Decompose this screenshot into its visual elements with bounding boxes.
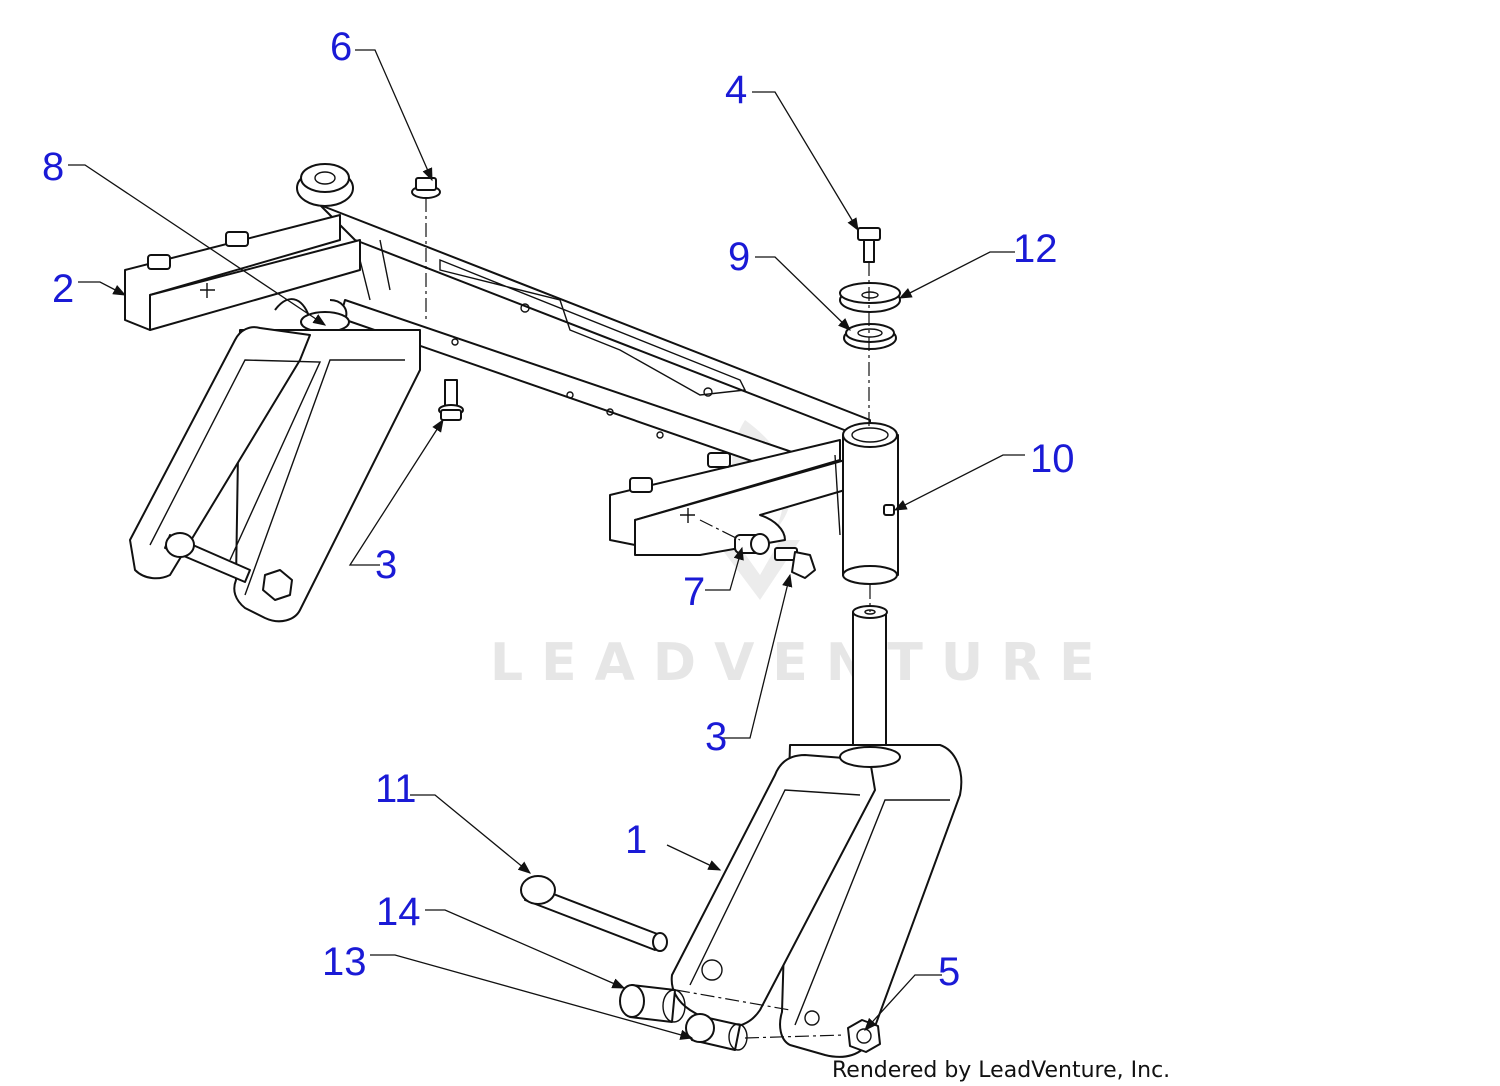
bolt-head [147,231,249,270]
callout-11: 11 [375,767,417,811]
spindle-post [852,605,888,758]
callout-10: 10 [1030,437,1075,481]
callout-3-upper: 3 [375,543,397,587]
bearing [843,323,897,350]
callout-4: 4 [725,68,747,112]
callout-labels: 1 2 3 3 4 5 6 7 8 9 10 11 12 13 14 [42,25,1075,994]
lock-nut [847,1019,881,1053]
callout-1: 1 [625,818,647,862]
render-credit: Rendered by LeadVenture, Inc. [832,1058,1170,1083]
spacer-tube [619,984,686,1023]
spindle-tube [842,422,899,585]
callout-9: 9 [728,235,750,279]
callout-8: 8 [42,145,64,189]
axle-shaft [520,875,668,952]
callout-12: 12 [1013,227,1058,271]
callout-3-lower: 3 [705,715,727,759]
assembly-axes [425,198,871,1039]
callout-5: 5 [938,950,960,994]
right-mount-bracket [609,439,846,556]
flange-bolt-left [438,379,464,421]
bushing-small [734,533,770,555]
axle-bolt [164,532,293,601]
callout-6: 6 [330,25,352,69]
callout-13: 13 [322,940,367,984]
left-mount-bracket [124,214,361,331]
leader-lines [68,49,1025,1040]
left-caster-fork [129,326,421,623]
callout-2: 2 [52,267,74,311]
top-bolt [857,227,881,263]
flange-bolt-right [774,547,816,579]
flange-nut [411,177,441,199]
callout-14: 14 [376,890,421,934]
watermark-text: LEADVENTURE [490,633,1113,693]
dust-cap [839,282,901,313]
right-caster-fork [670,744,963,1058]
callout-7: 7 [683,570,705,614]
grease-bushing [685,1013,748,1051]
